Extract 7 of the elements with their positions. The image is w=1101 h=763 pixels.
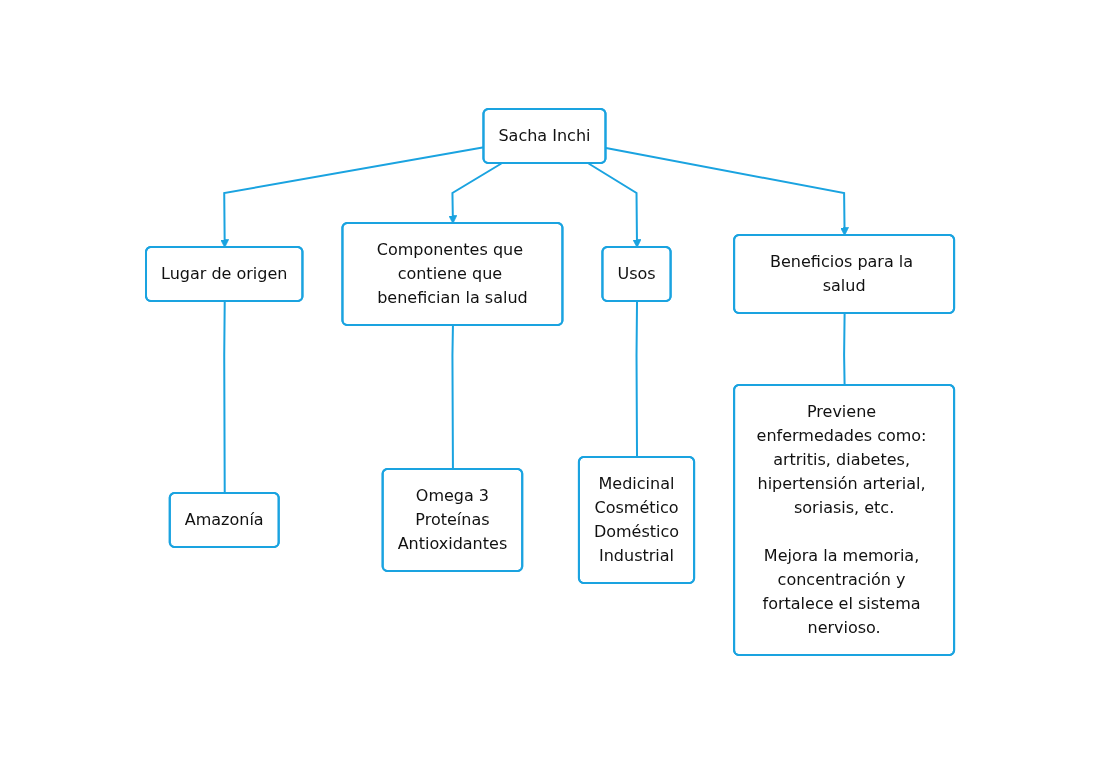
connector [635,300,639,458]
connector [223,300,227,494]
arrow [605,146,850,236]
connector [451,324,455,470]
connector [843,312,847,386]
arrow [588,162,642,248]
arrow [448,162,503,224]
